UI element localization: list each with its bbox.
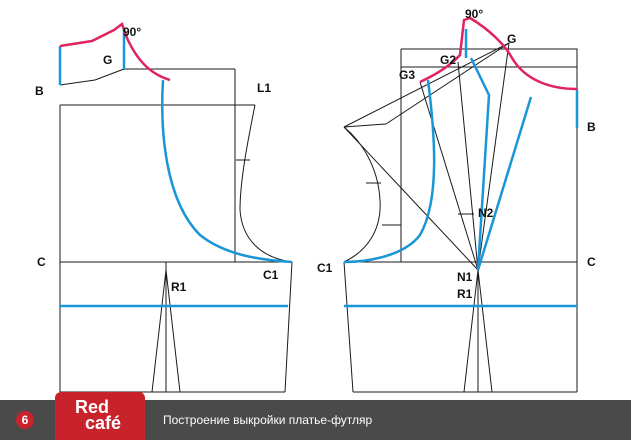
label-l1: L1 [257,81,271,95]
back-construction-lines [59,68,293,393]
back-princess-seam [161,79,293,264]
back-dart-left [151,269,167,393]
label-c1-left: C1 [263,268,279,282]
front-hem-side-left [343,261,354,393]
label-g-left: G [103,53,112,67]
label-g2: G2 [440,53,456,67]
label-c1-right: C1 [317,261,333,275]
front-pattern-lines [343,29,579,308]
front-dart-line-2 [385,42,510,125]
footer-caption: Построение выкройки платье-футляр [163,413,373,427]
back-dart-right [165,269,181,393]
back-shoulder-curve [59,21,171,82]
front-g3-line [419,81,479,271]
red-cafe-logo[interactable]: Red café [55,392,145,440]
front-construction-lines [343,42,578,393]
back-pattern-lines [58,29,293,308]
label-angle-right: 90° [465,7,483,21]
front-side-dart [476,96,533,271]
back-neck-guide [59,68,125,86]
diagram-labels: 90° 90° G G G2 G3 B B L1 C C C1 C1 R1 R1… [35,7,596,301]
front-dart-line-1 [343,42,510,128]
front-dart-left [463,269,479,393]
front-side-line [343,123,387,128]
logo-line-cafe: café [85,413,122,433]
back-outer-frame [59,105,292,263]
label-r1-right: R1 [457,287,473,301]
front-armhole-curve [343,126,381,263]
label-n2: N2 [478,206,494,220]
label-b-left: B [35,84,44,98]
front-shoulder-left [419,16,578,91]
front-g-line [477,42,510,271]
label-b-right: B [587,120,596,134]
label-angle-left: 90° [123,25,141,39]
pattern-drawing: 90° 90° G G G2 G3 B B L1 C C C1 C1 R1 R1… [35,7,596,393]
label-c-right: C [587,255,596,269]
back-armhole-curve [239,104,293,263]
front-princess-left [343,79,436,264]
label-n1: N1 [457,270,473,284]
label-r1-left: R1 [171,280,187,294]
front-bust-dart [343,126,479,271]
front-dart-right [477,269,493,393]
front-shoulder-lines [419,16,578,91]
back-shoulder-lines [59,21,171,82]
logo-line-red: Red [75,397,110,417]
page-number-badge: 6 [16,411,34,429]
back-hem-side [284,261,293,393]
label-g-right: G [507,32,516,46]
front-center-dart [469,57,491,271]
label-c-left: C [37,255,46,269]
label-g3: G3 [399,68,415,82]
front-g2-line [457,61,479,271]
